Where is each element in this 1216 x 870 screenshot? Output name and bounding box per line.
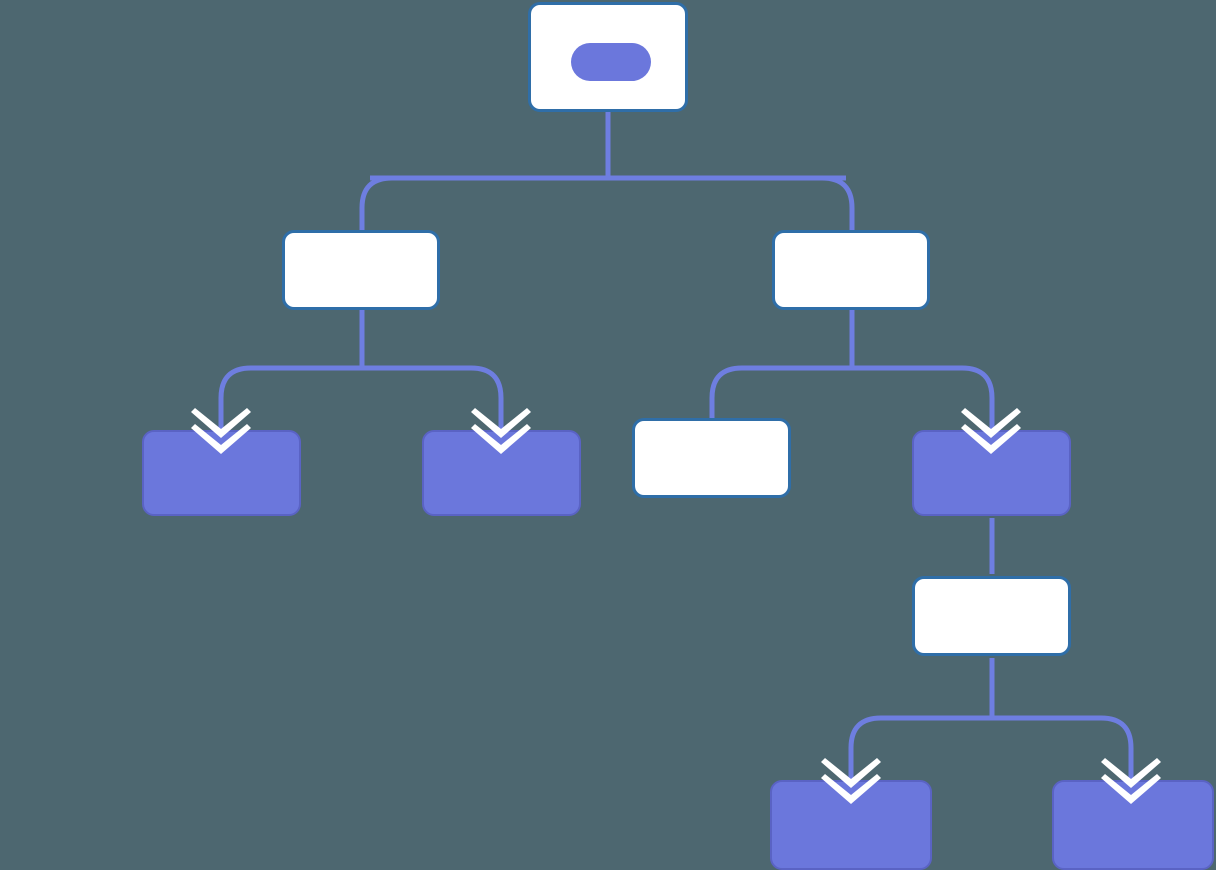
edge-n2-to-n6 [961,365,995,432]
node-branch-right[interactable] [912,430,1071,516]
root-pill-shape [571,43,651,81]
node-leaf-3-plain[interactable] [632,418,791,498]
edge-n7-to-n8 [848,715,882,782]
node-leaf-5[interactable] [1052,780,1214,870]
edge-corner-right-1 [821,175,855,230]
edge-n2-to-n5 [709,365,743,420]
node-leaf-2[interactable] [422,430,581,516]
edge-corner-left-1 [359,175,393,230]
edge-n1-to-n4 [470,365,504,432]
node-leaf-4[interactable] [770,780,932,870]
node-level1-right[interactable] [772,230,930,310]
edge-n1-to-n3 [218,365,252,432]
node-level1-left[interactable] [282,230,440,310]
node-leaf-1[interactable] [142,430,301,516]
edge-n7-to-n9 [1100,715,1134,782]
node-level3-right[interactable] [912,576,1071,656]
node-root[interactable] [528,2,688,112]
